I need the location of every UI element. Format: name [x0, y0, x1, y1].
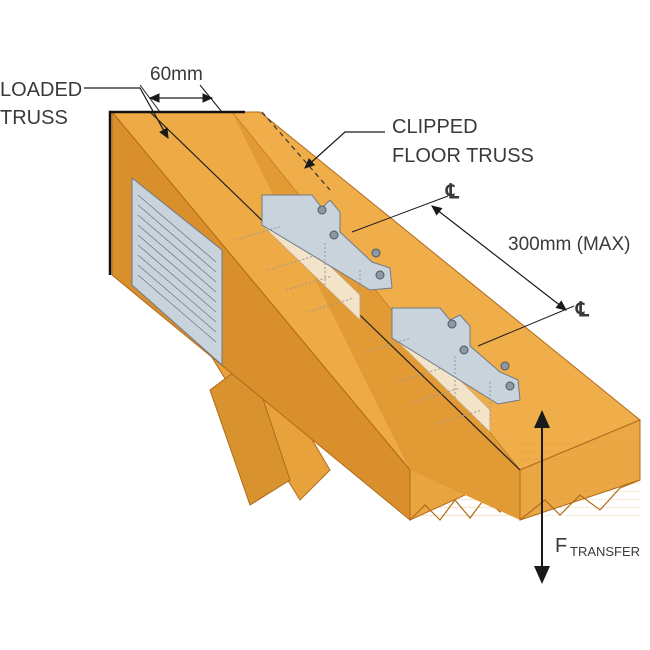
clipped-label-2: FLOOR TRUSS	[392, 145, 534, 167]
loaded-truss-label-2: TRUSS	[0, 107, 68, 129]
truss-clip-2	[364, 307, 521, 433]
spacing-dimension-label: 300mm (MAX)	[508, 234, 630, 255]
centerline-icon-2: ℄	[575, 299, 590, 321]
clipped-label-1: CLIPPED	[392, 116, 478, 138]
loaded-truss-leader	[84, 87, 169, 140]
centerline-2	[477, 305, 575, 347]
gap-dimension	[139, 84, 223, 113]
nail-plate-icon	[131, 176, 223, 367]
loaded-truss-label-1: LOADED	[0, 79, 82, 101]
gap-dimension-label: 60mm	[150, 64, 203, 85]
spacing-dimension-arrow	[431, 205, 567, 311]
force-label: F	[555, 535, 567, 557]
truss-clip-1	[235, 194, 393, 321]
loaded-truss-outline	[108, 110, 245, 275]
clipped-truss-leader	[304, 131, 385, 169]
centerline-1	[351, 195, 449, 233]
centerline-icon: ℄	[445, 181, 460, 203]
force-subscript: TRANSFER	[570, 544, 640, 559]
